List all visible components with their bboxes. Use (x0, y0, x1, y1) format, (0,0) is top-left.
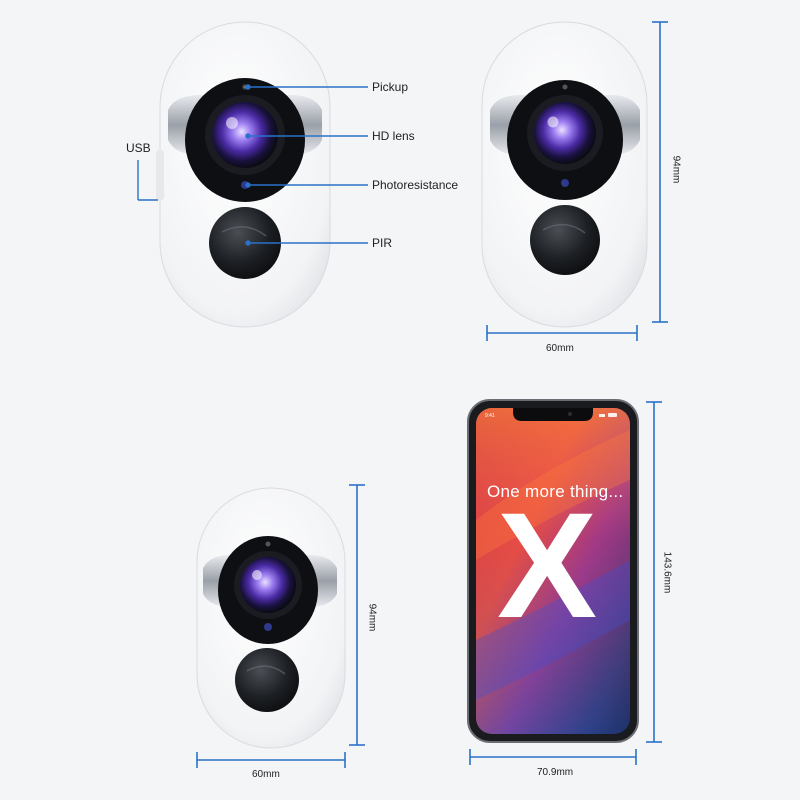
wifi-icon (599, 414, 605, 417)
callout-hd-lens-label: HD lens (372, 129, 415, 143)
battery-icon (608, 413, 617, 417)
camera-dimension-view-bottom (196, 487, 346, 749)
callout-photoresistance-label: Photoresistance (372, 178, 459, 192)
camera-front-view (156, 21, 331, 328)
top-camera-width-label: 60mm (546, 343, 574, 354)
phone-width-label: 70.9mm (537, 767, 574, 778)
callout-pickup-label: Pickup (372, 80, 409, 94)
usb-port (156, 150, 164, 200)
phone-notch (513, 408, 593, 421)
top-camera-height-label: 94mm (670, 155, 682, 184)
callout-pir-label: PIR (372, 236, 393, 250)
phone-status-time: 9:41 (485, 413, 495, 419)
dimension-lines-top (486, 21, 668, 341)
callout-lines (137, 84, 368, 246)
dimension-lines-phone (469, 401, 662, 765)
bottom-camera-height-label: 94mm (366, 603, 378, 632)
hd-lens (212, 102, 278, 168)
smartphone-size-reference (467, 399, 639, 743)
phone-height-label: 143.6mm (661, 551, 673, 594)
camera-dimension-view-top (481, 21, 648, 328)
phone-tagline: One more thing... (487, 482, 624, 501)
callout-usb-label: USB (126, 141, 151, 155)
bottom-camera-width-label: 60mm (252, 769, 280, 780)
pir-sensor (209, 207, 281, 279)
phone-big-letter: X (497, 481, 598, 649)
dimension-lines-bottom-camera (196, 484, 365, 768)
